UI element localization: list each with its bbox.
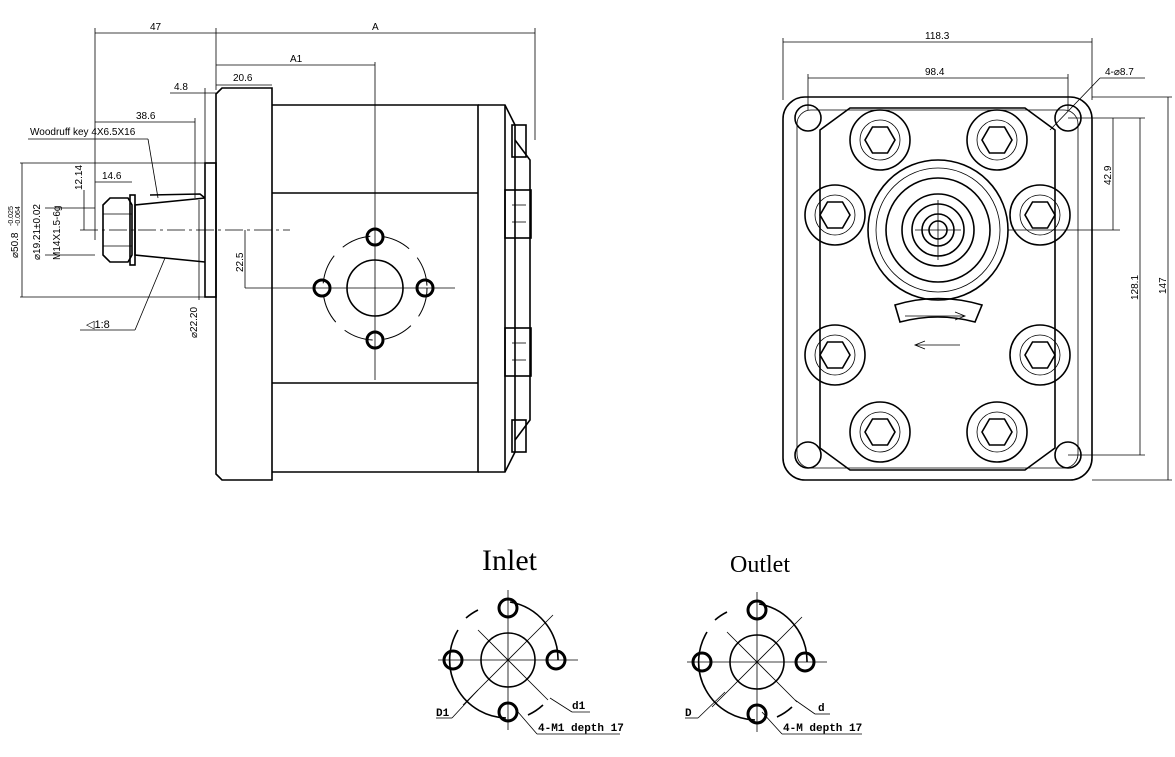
woodruff-key-label: Woodruff key 4X6.5X16: [30, 127, 136, 138]
bolt-circle: [697, 603, 808, 721]
inlet-port: Inlet D1 d1 4-M1 depth 17: [436, 544, 624, 735]
inlet-d1-outer: D1: [436, 708, 450, 720]
bolt-circle: [448, 601, 559, 719]
bolt: [804, 324, 866, 386]
bolt: [849, 401, 911, 463]
flange-outline: [782, 96, 1093, 481]
bolt: [966, 109, 1028, 171]
rear-cover: [478, 104, 516, 473]
dim-dia-22-20: ⌀22.20: [189, 307, 200, 338]
dim-98-4: 98.4: [925, 67, 945, 78]
dim-dia-50-8: ⌀50.8: [10, 232, 21, 258]
shaft-hub: [867, 159, 1009, 301]
hex-head: [819, 201, 851, 229]
side-dimensions: 47 A A1 20.6 4.8 38.6 Woodruff key 4X6.5…: [8, 22, 536, 338]
front-dimensions: 118.3 98.4 4-⌀8.7 42.9 128.1 147: [782, 31, 1172, 481]
hex-head: [864, 126, 896, 154]
bolt: [804, 184, 866, 246]
rotation-slot: [894, 297, 984, 323]
holes-label: 4-⌀8.7: [1105, 67, 1134, 78]
inlet-d1-inner: d1: [572, 701, 586, 713]
dim-4-8: 4.8: [174, 82, 188, 93]
dim-dia-19-21: ⌀19.21±0.02: [32, 204, 43, 260]
tol-upper: -0.025: [8, 206, 15, 226]
dim-a1: A1: [290, 54, 303, 65]
shaft-nut: [102, 197, 133, 263]
hex-head: [981, 418, 1013, 446]
inlet-title: Inlet: [482, 544, 538, 577]
dim-a: A: [372, 22, 379, 33]
dim-thread: M14X1.5-6g: [52, 206, 63, 260]
dim-22-5: 22.5: [235, 252, 246, 272]
side-view: 47 A A1 20.6 4.8 38.6 Woodruff key 4X6.5…: [8, 22, 536, 481]
outlet-port: Outlet D d 4-M depth 17: [685, 552, 862, 735]
hex-head: [864, 418, 896, 446]
tol-lower: -0.064: [15, 206, 22, 226]
bolt: [1009, 184, 1071, 246]
bolt-heads: [504, 124, 532, 453]
cover-plate: [819, 107, 1056, 471]
hex-head: [1024, 201, 1056, 229]
dim-12-14: 12.14: [74, 165, 85, 190]
bolt: [966, 401, 1028, 463]
outlet-title: Outlet: [730, 552, 790, 578]
outlet-d-inner: d: [818, 703, 825, 715]
inlet-thread-label: 4-M1 depth 17: [538, 723, 624, 735]
hex-head: [1024, 341, 1056, 369]
bolt: [849, 109, 911, 171]
dim-38-6: 38.6: [136, 111, 156, 122]
front-view: 118.3 98.4 4-⌀8.7 42.9 128.1 147: [782, 31, 1172, 481]
dim-128-1: 128.1: [1130, 275, 1141, 300]
taper-label: ◁1:8: [86, 319, 110, 331]
hex-head: [819, 341, 851, 369]
dim-42-9: 42.9: [1103, 165, 1114, 185]
bolt: [1009, 324, 1071, 386]
hex-head: [981, 126, 1013, 154]
dim-14-6: 14.6: [102, 171, 122, 182]
dim-20-6: 20.6: [233, 73, 253, 84]
outlet-thread-label: 4-M depth 17: [783, 723, 862, 735]
mounting-flange: [215, 87, 273, 481]
bolt-pattern: [804, 109, 1071, 463]
side-port: [245, 62, 455, 380]
outlet-d-outer: D: [685, 708, 692, 720]
dim-147: 147: [1158, 277, 1169, 294]
dim-47: 47: [150, 22, 162, 33]
dim-118-3: 118.3: [925, 31, 950, 42]
